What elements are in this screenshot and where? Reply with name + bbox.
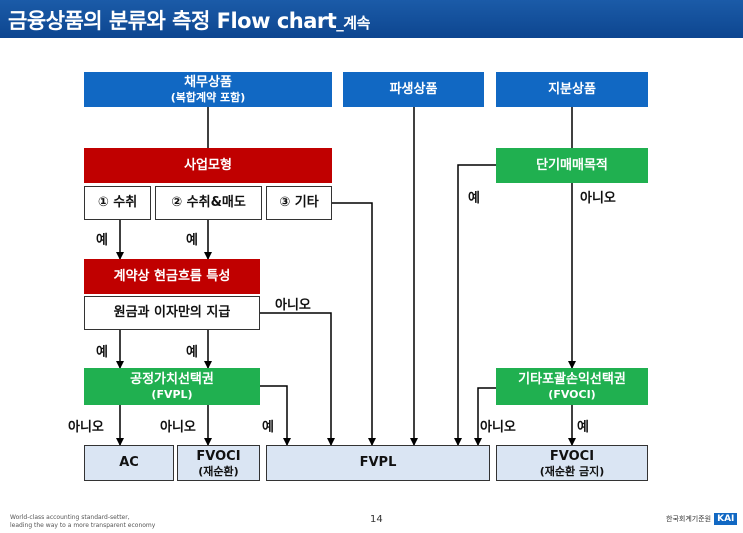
page-title-main: 금융상품의 분류와 측정 Flow chart <box>8 9 337 33</box>
sppi-label: 원금과 이자만의 지급 <box>113 305 231 320</box>
result-fvoci-no-recycle-sublabel: (재순환 금지) <box>539 464 605 478</box>
option-collect-and-sell-box: ② 수취&매도 <box>155 186 262 220</box>
equity-instrument-label: 지분상품 <box>548 81 596 97</box>
label-yes-fvo: 예 <box>262 420 274 435</box>
option-other-box: ③ 기타 <box>266 186 332 220</box>
result-fvoci-recycle-box: FVOCI (재순환) <box>177 445 260 481</box>
result-fvpl-box: FVPL <box>266 445 490 481</box>
option-collect-and-sell-label: ② 수취&매도 <box>171 195 246 210</box>
connector-sppi-no-to-fvpl <box>259 312 335 446</box>
label-yes-collect: 예 <box>96 233 108 248</box>
derivative-label: 파생상품 <box>389 81 438 97</box>
fair-value-option-label: 공정가치선택권 <box>130 372 214 387</box>
page-title-suffix: _계속 <box>336 14 370 32</box>
result-ac-label: AC <box>119 455 139 470</box>
business-model-label: 사업모형 <box>184 157 232 173</box>
footer-tagline: World-class accounting standard-setter, … <box>10 514 155 530</box>
option-collect-label: ① 수취 <box>97 195 138 210</box>
fair-value-option-sublabel: (FVPL) <box>151 388 193 401</box>
footer-tagline-line1: World-class accounting standard-setter, <box>10 514 130 521</box>
oci-option-sublabel: (FVOCI) <box>548 388 596 401</box>
label-yes-collect-sell: 예 <box>186 233 198 248</box>
option-collect-box: ① 수취 <box>84 186 151 220</box>
label-no-trading: 아니오 <box>580 191 616 206</box>
oci-option-box: 기타포괄손익선택권 (FVOCI) <box>496 368 648 405</box>
business-model-box: 사업모형 <box>84 148 332 183</box>
label-no-sppi: 아니오 <box>275 298 311 313</box>
sppi-box: 원금과 이자만의 지급 <box>84 296 260 330</box>
label-no-fvo-ac: 아니오 <box>68 420 104 435</box>
connector-other-to-fvpl <box>331 202 376 446</box>
label-yes-sppi-right: 예 <box>186 345 198 360</box>
result-fvoci-recycle-label: FVOCI <box>196 448 241 464</box>
option-other-label: ③ 기타 <box>279 195 319 210</box>
result-fvoci-recycle-sublabel: (재순환) <box>198 464 239 478</box>
kai-logo: 한국회계기준원 KAI <box>666 513 738 525</box>
result-ac-box: AC <box>84 445 174 481</box>
label-yes-oci-option: 예 <box>577 420 589 435</box>
result-fvpl-label: FVPL <box>359 455 397 470</box>
trading-purpose-box: 단기매매목적 <box>496 148 648 183</box>
fair-value-option-box: 공정가치선택권 (FVPL) <box>84 368 260 405</box>
label-yes-trading: 예 <box>468 191 480 206</box>
result-fvoci-no-recycle-label: FVOCI <box>549 448 595 464</box>
cashflow-characteristics-box: 계약상 현금흐름 특성 <box>84 259 260 294</box>
label-yes-sppi-left: 예 <box>96 345 108 360</box>
cashflow-characteristics-label: 계약상 현금흐름 특성 <box>113 268 231 284</box>
derivative-box: 파생상품 <box>343 72 484 107</box>
label-no-fvo-fvoci: 아니오 <box>160 420 196 435</box>
logo-mark: KAI <box>714 513 738 525</box>
connector-fvoci-option-no-to-fvpl <box>474 387 498 446</box>
page-title: 금융상품의 분류와 측정 Flow chart_계속 <box>8 5 370 35</box>
title-bar: 금융상품의 분류와 측정 Flow chart_계속 <box>0 0 743 38</box>
debt-instrument-label: 채무상품 <box>184 75 232 90</box>
connector-fvo-yes-to-fvpl <box>259 385 291 446</box>
result-fvoci-no-recycle-box: FVOCI (재순환 금지) <box>496 445 648 481</box>
footer-tagline-line2: leading the way to a more transparent ec… <box>10 522 156 529</box>
connector-trading-yes-to-fvpl <box>454 164 498 446</box>
page-number: 14 <box>370 514 383 525</box>
equity-instrument-box: 지분상품 <box>496 72 648 107</box>
oci-option-label: 기타포괄손익선택권 <box>518 372 626 387</box>
trading-purpose-label: 단기매매목적 <box>536 157 608 173</box>
debt-instrument-sublabel: (복합계약 포함) <box>170 91 246 104</box>
logo-korean-text: 한국회계기준원 <box>666 515 712 523</box>
debt-instrument-box: 채무상품 (복합계약 포함) <box>84 72 332 107</box>
label-no-oci-option: 아니오 <box>480 420 516 435</box>
